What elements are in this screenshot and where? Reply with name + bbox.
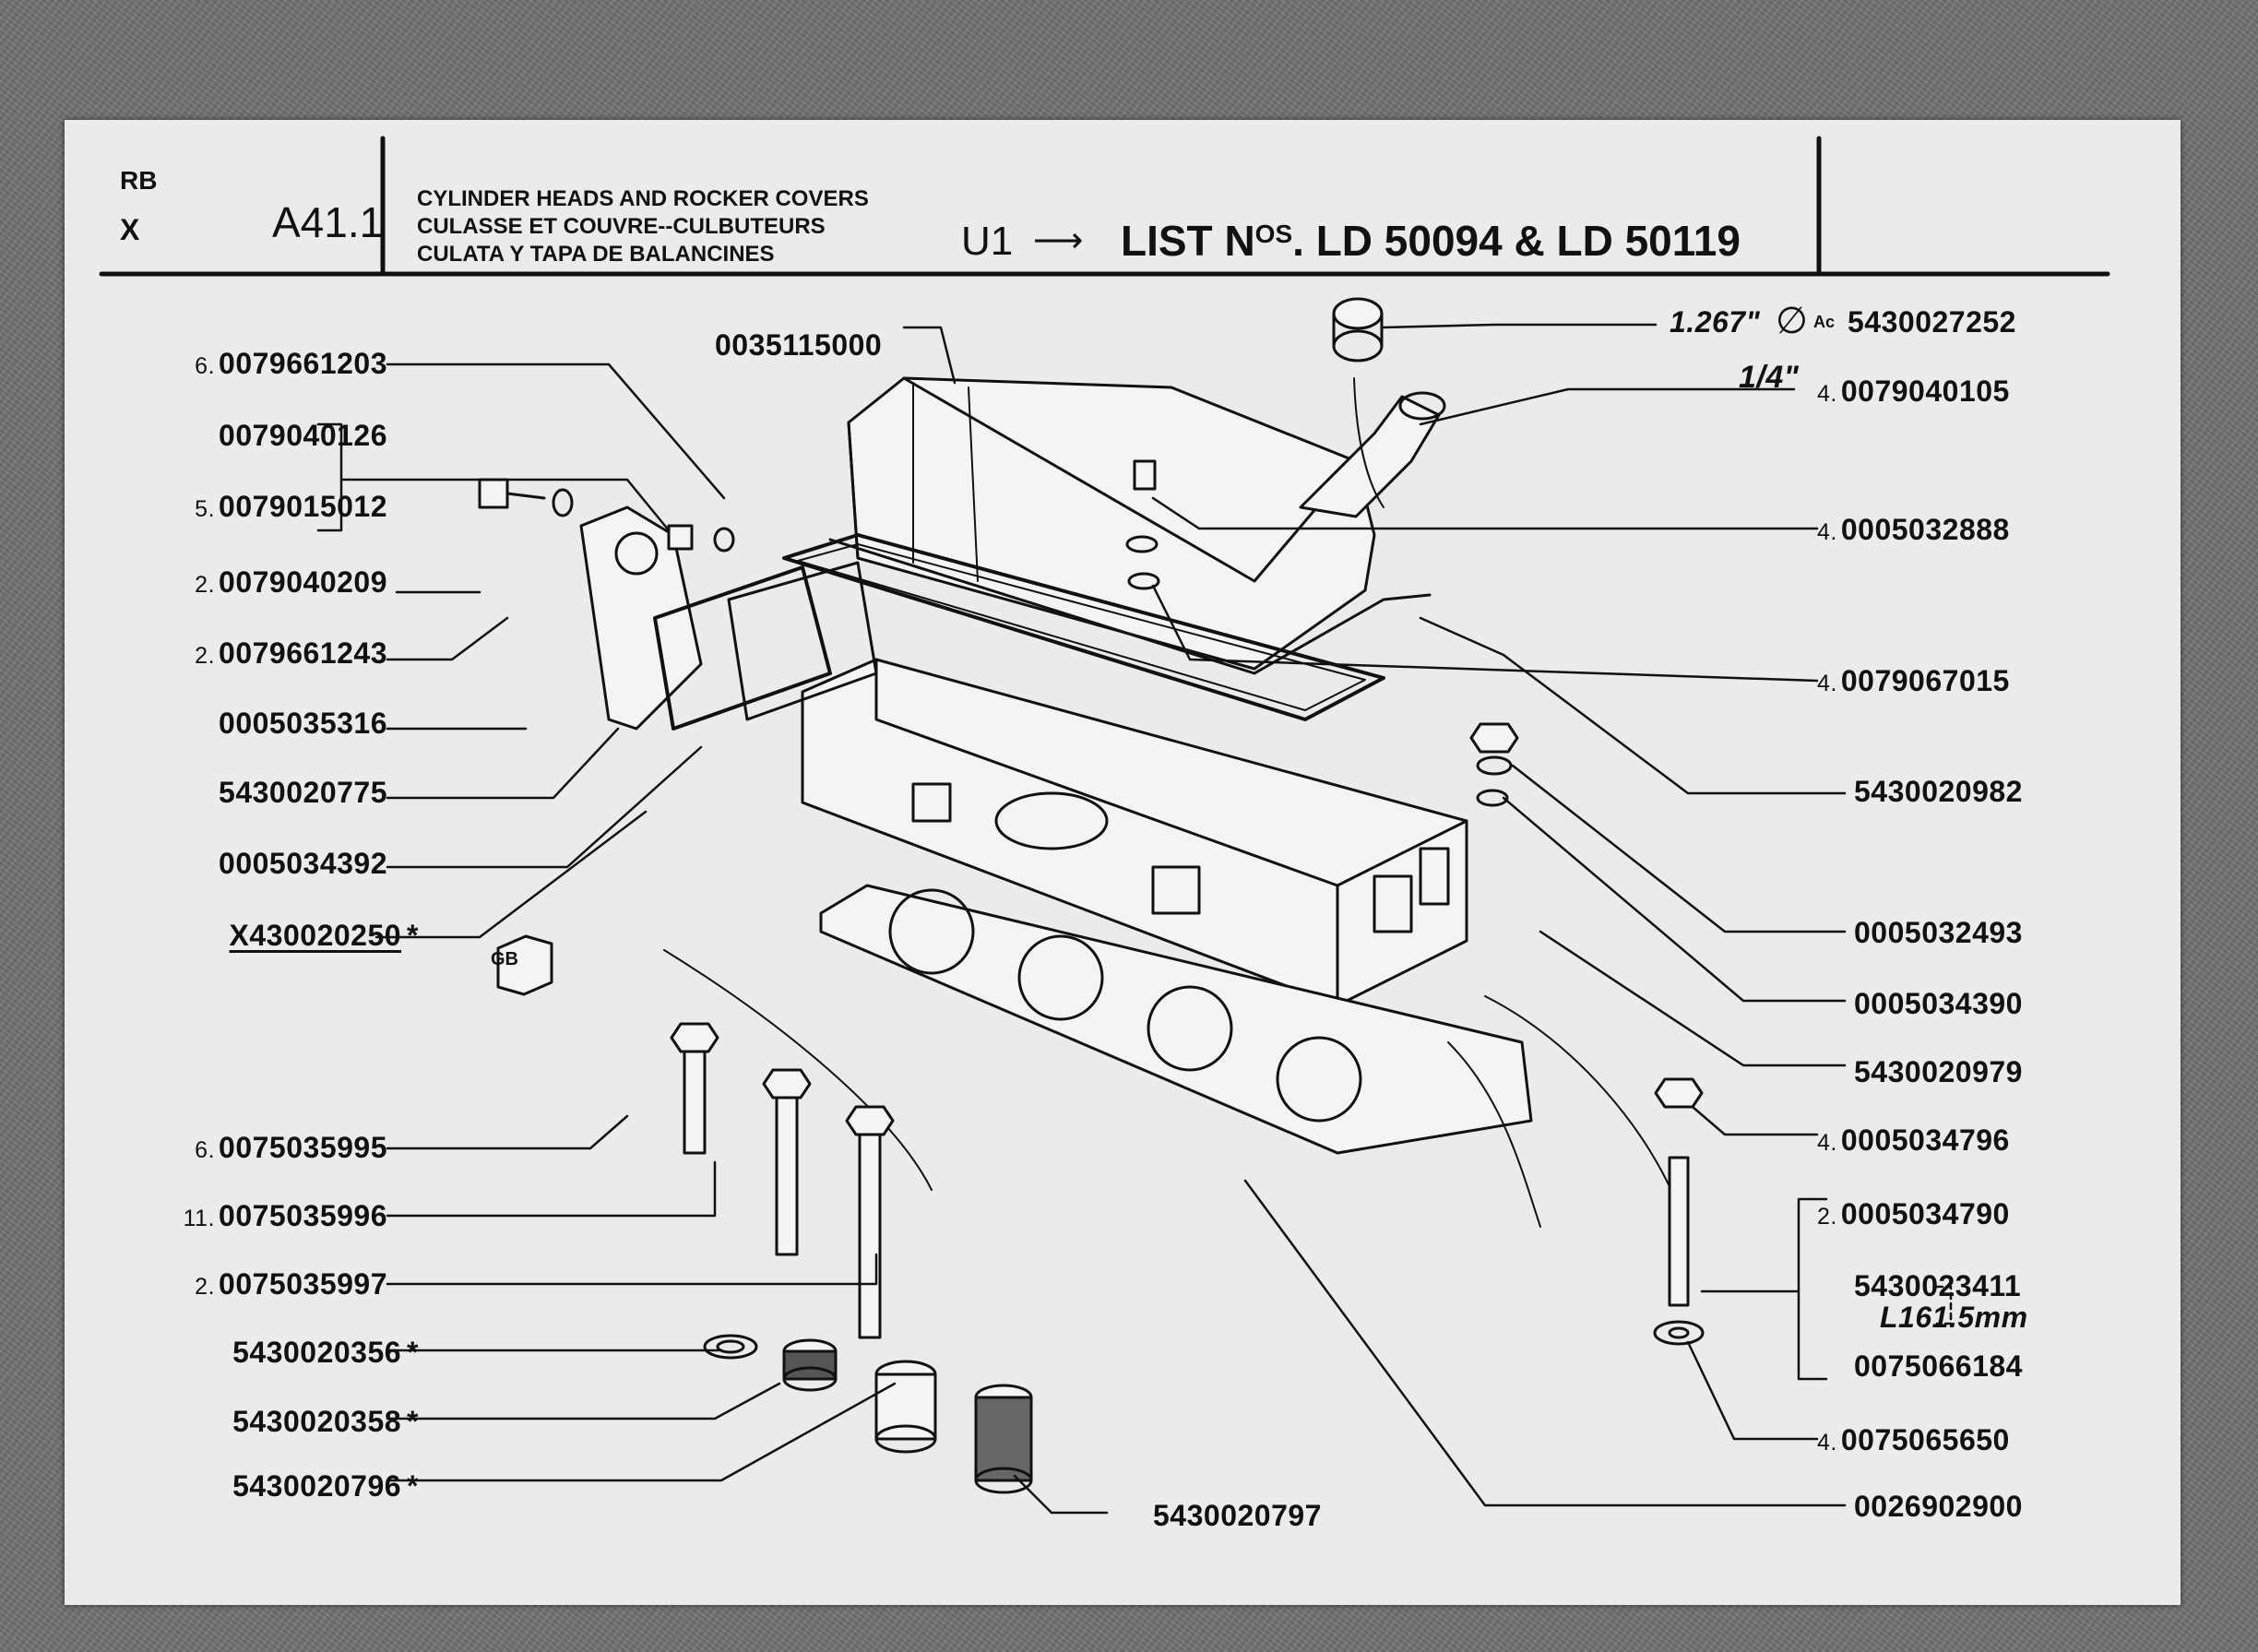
washer-drawing <box>703 1334 758 1360</box>
arrow-right-icon: ⟶ <box>1033 221 1084 260</box>
right-part-8: 4.0005034796 <box>1817 1123 2010 1157</box>
fitting-size: 1/4" <box>1739 360 1800 395</box>
stud-assembly-drawing <box>1653 1077 1705 1346</box>
cylinder-head-drawing <box>801 658 1468 1007</box>
side-plate-drawing <box>579 505 703 731</box>
right-part-6: 0005034390 <box>1854 987 2023 1020</box>
leader-lines <box>316 323 1953 1515</box>
right-part-9: 2.0005034790 <box>1817 1197 2010 1230</box>
right-part-3: 4.0079067015 <box>1817 664 2010 697</box>
left-part-4: 2.0079040209 <box>195 565 387 599</box>
right-part-2: 4.0005032888 <box>1817 513 2010 546</box>
title-en: CYLINDER HEADS AND ROCKER COVERS <box>417 186 869 211</box>
left-part-6: 0005035316 <box>219 707 387 740</box>
left-part-7: 5430020775 <box>219 776 387 809</box>
head-bolts-drawing <box>670 1022 895 1339</box>
right-part-10: 5430023411 <box>1854 1269 2022 1302</box>
left-part-1: 6.0079661203 <box>195 347 387 380</box>
code-rb: RB <box>120 166 158 195</box>
left-part-8: 0005034392 <box>219 847 387 880</box>
left-part-9: X430020250* <box>229 919 419 952</box>
left-part-3: 5.0079015012 <box>195 490 387 523</box>
title-es: CULATA Y TAPA DE BALANCINES <box>417 242 775 267</box>
stud-length: L161.5mm <box>1880 1301 2028 1334</box>
parts-sheet: RB X A41.1 CYLINDER HEADS AND ROCKER COV… <box>65 120 2181 1605</box>
head-gasket-drawing <box>819 884 1533 1155</box>
title-fr: CULASSE ET COUVRE--CULBUTEURS <box>417 214 826 239</box>
gb-badge: GB <box>491 949 518 969</box>
rocker-cover-drawing <box>828 297 1446 675</box>
right-part-12: 4.0075065650 <box>1817 1423 2010 1456</box>
right-part-11: 0075066184 <box>1854 1349 2023 1383</box>
gb-box-drawing <box>496 934 553 996</box>
left-part-2: 0079040126 <box>219 419 387 452</box>
part-cover: 0035115000 <box>715 328 883 362</box>
right-part-4: 5430020982 <box>1854 775 2023 808</box>
left-part-5: 2.0079661243 <box>195 636 387 670</box>
part-ferrule: 5430020797 <box>1153 1499 1322 1532</box>
right-part-13: 0026902900 <box>1854 1490 2023 1523</box>
right-part-5: 0005032493 <box>1854 916 2023 949</box>
rocker-gasket-drawing <box>782 533 1385 721</box>
sleeve-dark-drawing <box>974 1384 1033 1494</box>
right-part-1: 4.0079040105 <box>1817 374 2010 408</box>
model-code: U1 <box>961 219 1014 264</box>
right-part-7: 5430020979 <box>1854 1055 2023 1088</box>
left-part-15: 5430020796* <box>232 1469 419 1503</box>
list-numbers: LIST NOS. LD 50094 & LD 50119 <box>1121 217 1741 265</box>
diameter-symbol-icon: ∅ <box>1776 301 1808 341</box>
code-x: X <box>120 213 140 246</box>
page-ref: A41.1 <box>272 198 384 246</box>
seal-dimension: 1.267" <box>1670 305 1761 339</box>
left-part-11: 11.0075035996 <box>183 1199 387 1232</box>
left-part-10: 6.0075035995 <box>195 1131 387 1164</box>
seal-symbol: Ac <box>1813 313 1836 331</box>
left-part-12: 2.0075035997 <box>195 1267 387 1301</box>
left-part-14: 5430020358* <box>232 1405 419 1438</box>
ferrule-drawing <box>782 1338 838 1392</box>
part-seal: 5430027252 <box>1848 305 2016 339</box>
side-gasket-drawing <box>653 565 832 731</box>
left-part-13: 5430020356* <box>232 1336 419 1369</box>
exploded-diagram <box>99 136 2110 1515</box>
sleeve-drawing <box>874 1360 937 1454</box>
